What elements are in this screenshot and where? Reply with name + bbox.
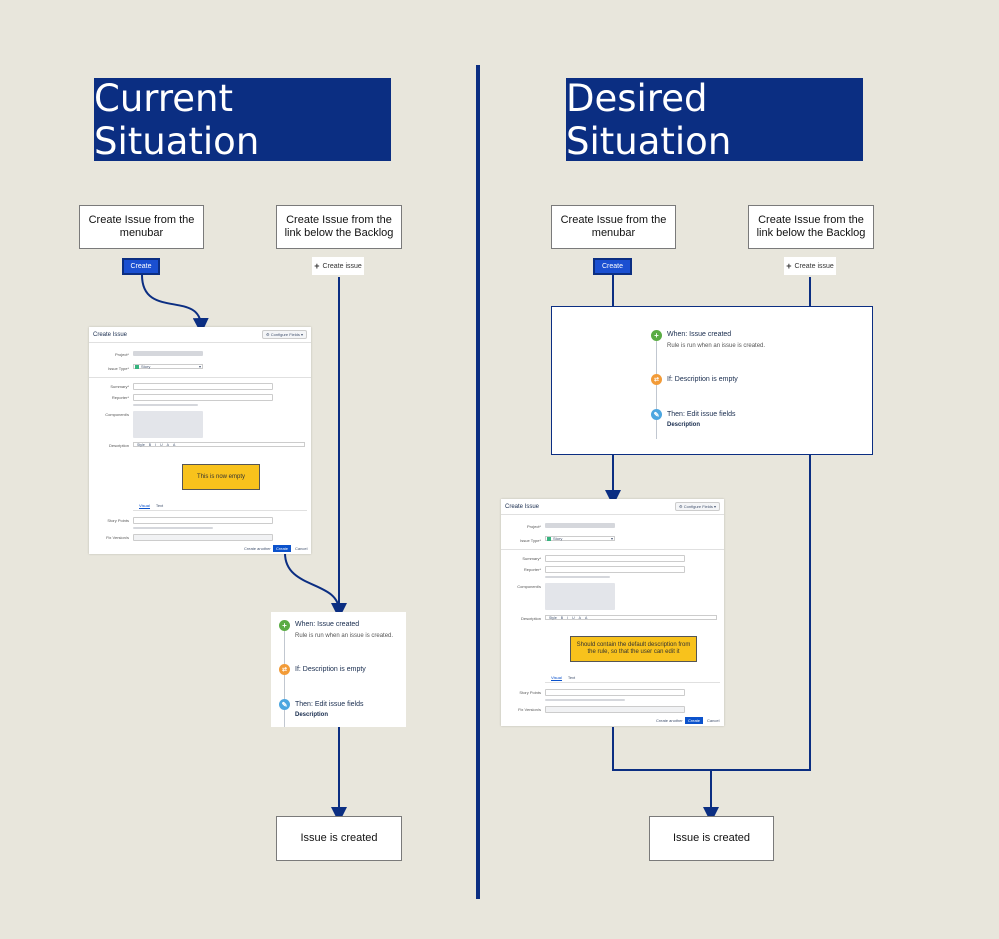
- rule-when-subtitle: Rule is run when an issue is created.: [295, 633, 394, 639]
- summary-input[interactable]: [133, 383, 273, 390]
- story-points-input[interactable]: [133, 517, 273, 524]
- rule-if-title: If: Description is empty: [295, 666, 366, 673]
- right-result-box: Issue is created: [649, 816, 774, 861]
- project-field[interactable]: [545, 523, 615, 528]
- plus-icon: +: [314, 261, 320, 271]
- left-automation-rule: + When: Issue created Rule is run when a…: [271, 612, 406, 727]
- fix-versions-label: Fix Version/s: [106, 535, 129, 540]
- left-create-button[interactable]: Create: [122, 258, 160, 275]
- dialog-create-button[interactable]: Create: [273, 545, 292, 552]
- chevron-down-icon: ▾: [198, 364, 201, 369]
- right-banner: Desired Situation: [566, 77, 863, 163]
- plus-icon: +: [651, 330, 662, 341]
- gear-icon: ⚙: [266, 332, 270, 337]
- project-label: Project*: [114, 352, 129, 357]
- right-create-issue-label: Create issue: [794, 262, 834, 270]
- components-label: Component/s: [517, 584, 541, 589]
- right-source-backlog: Create Issue from the link below the Bac…: [748, 205, 874, 249]
- right-create-button[interactable]: Create: [593, 258, 632, 275]
- right-description-note: Should contain the default description f…: [570, 636, 697, 662]
- left-source-backlog: Create Issue from the link below the Bac…: [276, 205, 402, 249]
- summary-input[interactable]: [545, 555, 685, 562]
- rule-if-title: If: Description is empty: [667, 376, 738, 383]
- tab-text[interactable]: Text: [155, 503, 164, 508]
- fix-versions-input[interactable]: [133, 534, 273, 541]
- left-description-note: This is now empty: [182, 464, 260, 490]
- dialog-cancel-button[interactable]: Cancel: [707, 718, 720, 723]
- components-label: Component/s: [105, 412, 129, 417]
- left-banner: Current Situation: [94, 77, 391, 163]
- rule-when-title: When: Issue created: [295, 621, 360, 628]
- dialog-create-button[interactable]: Create: [685, 717, 704, 724]
- left-create-issue-dialog: Create Issue ⚙ Configure Fields ▾ Projec…: [89, 327, 311, 554]
- left-create-issue-label: Create issue: [322, 262, 362, 270]
- issue-type-label: Issue Type*: [108, 366, 129, 371]
- fix-versions-input[interactable]: [545, 706, 685, 713]
- right-create-issue-dialog: Create Issue ⚙ Configure Fields ▾ Projec…: [501, 499, 724, 726]
- right-source-menubar: Create Issue from the menubar: [551, 205, 676, 249]
- create-another-checkbox[interactable]: Create another: [244, 546, 271, 551]
- center-divider: [476, 65, 480, 899]
- configure-fields-button[interactable]: ⚙ Configure Fields ▾: [675, 502, 720, 511]
- story-points-label: Story Points: [107, 518, 129, 523]
- reporter-label: Reporter*: [523, 567, 541, 572]
- pencil-icon: ✎: [279, 699, 290, 710]
- issue-type-label: Issue Type*: [520, 538, 541, 543]
- editor-tabs: Visual Text: [139, 503, 163, 509]
- create-another-checkbox[interactable]: Create another: [656, 718, 683, 723]
- components-list[interactable]: [545, 583, 615, 610]
- description-label: Description: [108, 443, 129, 448]
- pencil-icon: ✎: [651, 409, 662, 420]
- shuffle-icon: ⇄: [279, 664, 290, 675]
- reporter-label: Reporter*: [111, 395, 129, 400]
- story-points-label: Story Points: [519, 690, 541, 695]
- chevron-down-icon: ▾: [610, 536, 613, 541]
- reporter-input[interactable]: [545, 566, 685, 573]
- plus-icon: +: [786, 261, 792, 271]
- rule-when-subtitle: Rule is run when an issue is created.: [667, 343, 766, 349]
- components-list[interactable]: [133, 411, 203, 438]
- reporter-input[interactable]: [133, 394, 273, 401]
- story-icon: [135, 364, 139, 369]
- editor-tabs: Visual Text: [551, 675, 575, 681]
- project-label: Project*: [526, 524, 541, 529]
- dialog-cancel-button[interactable]: Cancel: [295, 546, 308, 551]
- story-points-input[interactable]: [545, 689, 685, 696]
- summary-label: Summary*: [110, 384, 129, 389]
- gear-icon: ⚙: [679, 504, 683, 509]
- rule-then-title: Then: Edit issue fields: [667, 411, 736, 418]
- configure-fields-button[interactable]: ⚙ Configure Fields ▾: [262, 330, 307, 339]
- tab-visual[interactable]: Visual: [551, 675, 562, 681]
- right-create-issue-link[interactable]: +Create issue: [784, 257, 836, 275]
- issue-type-select[interactable]: Story▾: [133, 364, 203, 369]
- rule-then-title: Then: Edit issue fields: [295, 701, 364, 708]
- story-icon: [547, 536, 551, 541]
- rule-then-subtitle: Description: [667, 422, 701, 428]
- rule-then-subtitle: Description: [295, 712, 329, 718]
- left-create-issue-link[interactable]: +Create issue: [312, 257, 364, 275]
- rule-when-title: When: Issue created: [667, 331, 732, 338]
- fix-versions-label: Fix Version/s: [518, 707, 541, 712]
- dialog-title: Create Issue: [505, 504, 540, 510]
- description-label: Description: [520, 616, 541, 621]
- left-result-box: Issue is created: [276, 816, 402, 861]
- tab-text[interactable]: Text: [567, 675, 576, 680]
- right-automation-rule: + When: Issue created Rule is run when a…: [643, 322, 793, 440]
- shuffle-icon: ⇄: [651, 374, 662, 385]
- tab-visual[interactable]: Visual: [139, 503, 150, 509]
- dialog-title: Create Issue: [93, 332, 128, 338]
- issue-type-select[interactable]: Story▾: [545, 536, 615, 541]
- summary-label: Summary*: [522, 556, 541, 561]
- left-source-menubar: Create Issue from the menubar: [79, 205, 204, 249]
- plus-icon: +: [279, 620, 290, 631]
- project-field[interactable]: [133, 351, 203, 356]
